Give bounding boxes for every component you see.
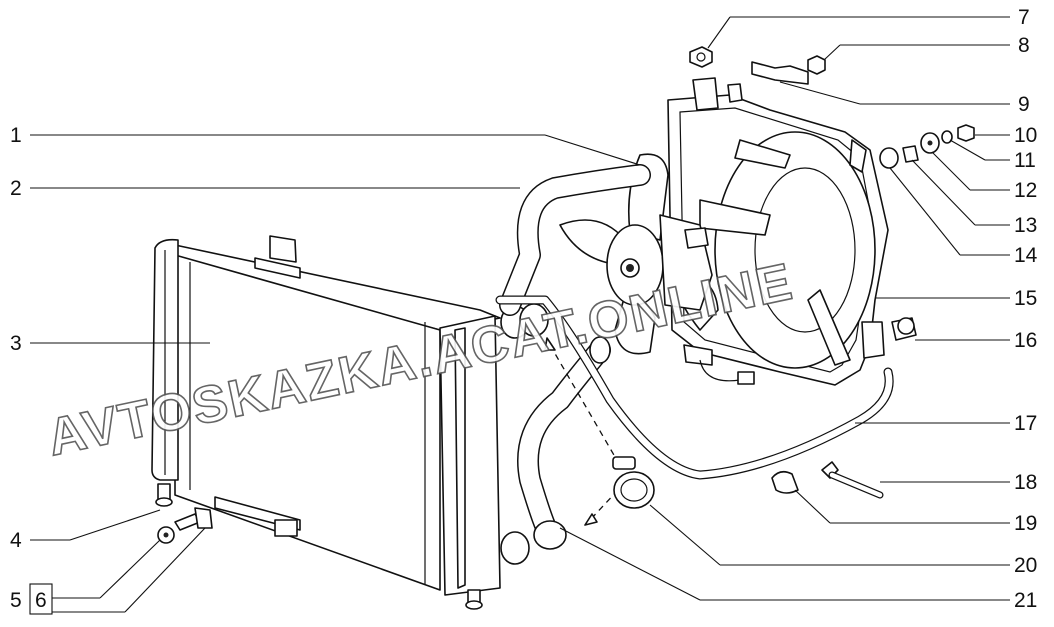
callout-1: 1	[10, 124, 22, 147]
callout-labels: 1 2 3 4 5 6 7 8 9 10 11 12 13 14 15 16 1…	[10, 6, 1038, 612]
callout-10: 10	[1014, 124, 1037, 147]
callout-19: 19	[1014, 512, 1037, 535]
assembly-arrows	[544, 337, 619, 526]
callout-12: 12	[1014, 179, 1037, 202]
callout-2: 2	[10, 177, 22, 200]
callout-16: 16	[1014, 329, 1037, 352]
small-fasteners	[157, 46, 975, 544]
cooling-fan	[559, 153, 755, 385]
callout-11: 11	[1014, 149, 1036, 172]
fan-shroud	[667, 77, 889, 386]
callout-14: 14	[1014, 244, 1038, 267]
callout-4: 4	[10, 529, 22, 552]
leader-lines	[29, 16, 1010, 615]
radiator	[151, 235, 530, 610]
callout-9: 9	[1018, 93, 1030, 116]
overflow-tube	[495, 295, 894, 480]
callout-8: 8	[1018, 34, 1030, 57]
callout-15: 15	[1014, 287, 1037, 310]
upper-hose	[499, 164, 651, 337]
callout-5: 5	[10, 589, 22, 612]
callout-17: 17	[1014, 412, 1037, 435]
callout-6: 6	[35, 589, 47, 612]
callout-13: 13	[1014, 214, 1037, 237]
callout-20: 20	[1014, 554, 1037, 577]
callout-7: 7	[1018, 6, 1030, 29]
callout-3: 3	[10, 332, 22, 355]
lower-hose	[517, 336, 611, 550]
callout-18: 18	[1014, 471, 1037, 494]
callout-21: 21	[1014, 589, 1037, 612]
hose-clamp	[612, 456, 655, 509]
